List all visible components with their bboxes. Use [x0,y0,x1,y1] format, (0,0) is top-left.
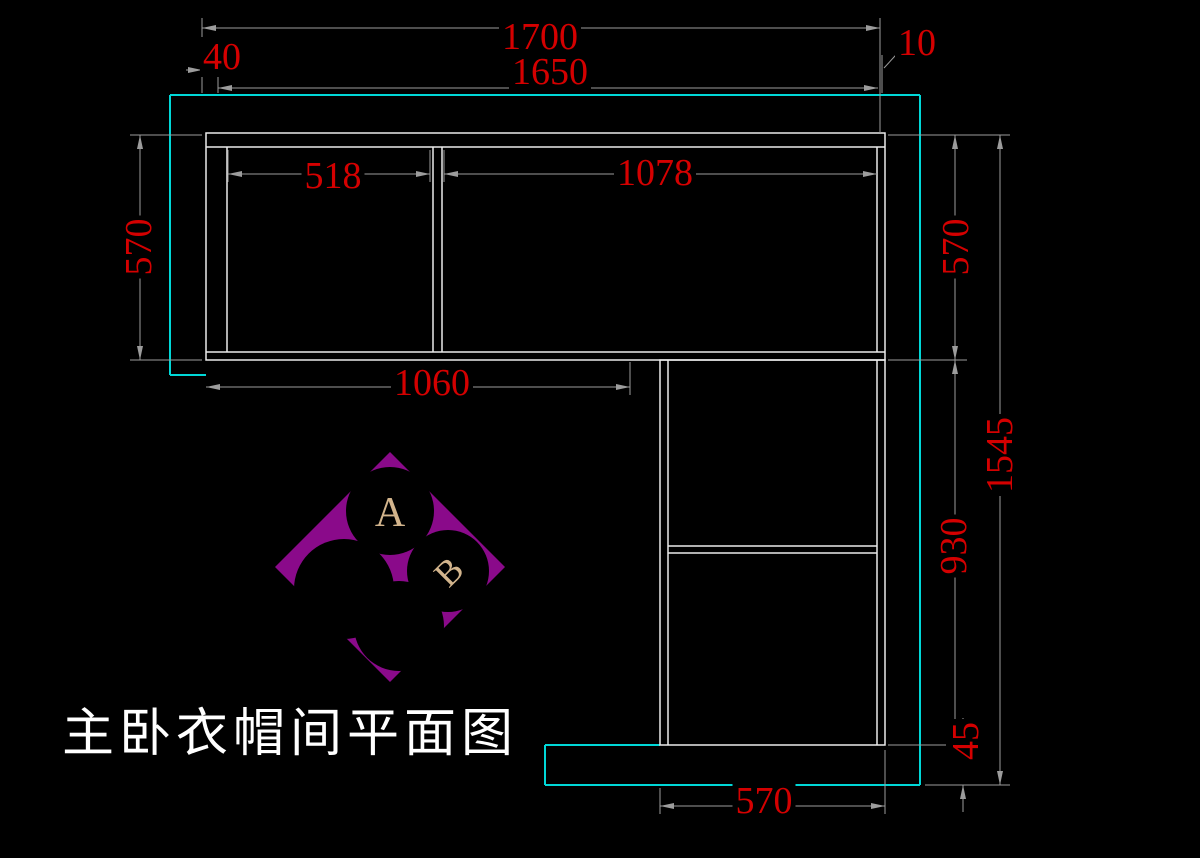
wall-outline [169,94,921,786]
dim-bottom-wall: 45 [945,719,987,763]
dim-lower-run: 1060 [391,363,473,403]
logo-block: A B [275,452,505,682]
dim-top-total: 1700 [499,17,581,57]
dimension-lines [139,27,1001,812]
dim-right-total: 1545 [979,414,1021,496]
logo-circle-top [346,467,434,555]
dim-top-left: 40 [200,37,244,77]
dim-left-depth: 570 [118,215,160,279]
dim-right-depth: 570 [935,215,977,279]
dim-top-inner: 1650 [509,52,591,92]
dim-shelf-left: 518 [301,156,365,196]
dim-shelf-right: 1078 [614,153,696,193]
extension-lines [130,18,1010,814]
right-cabinet [659,359,886,746]
upper-cabinet [205,132,886,361]
logo-circle-bottom [354,581,444,671]
dim-right-lower: 930 [933,514,975,578]
drawing-title: 主卧衣帽间平面图 [62,705,519,763]
dim-top-right: 10 [895,23,939,63]
arrowheads [137,25,1003,809]
dim-bottom-width: 570 [732,781,796,821]
logo-letter-a: A [375,490,406,536]
